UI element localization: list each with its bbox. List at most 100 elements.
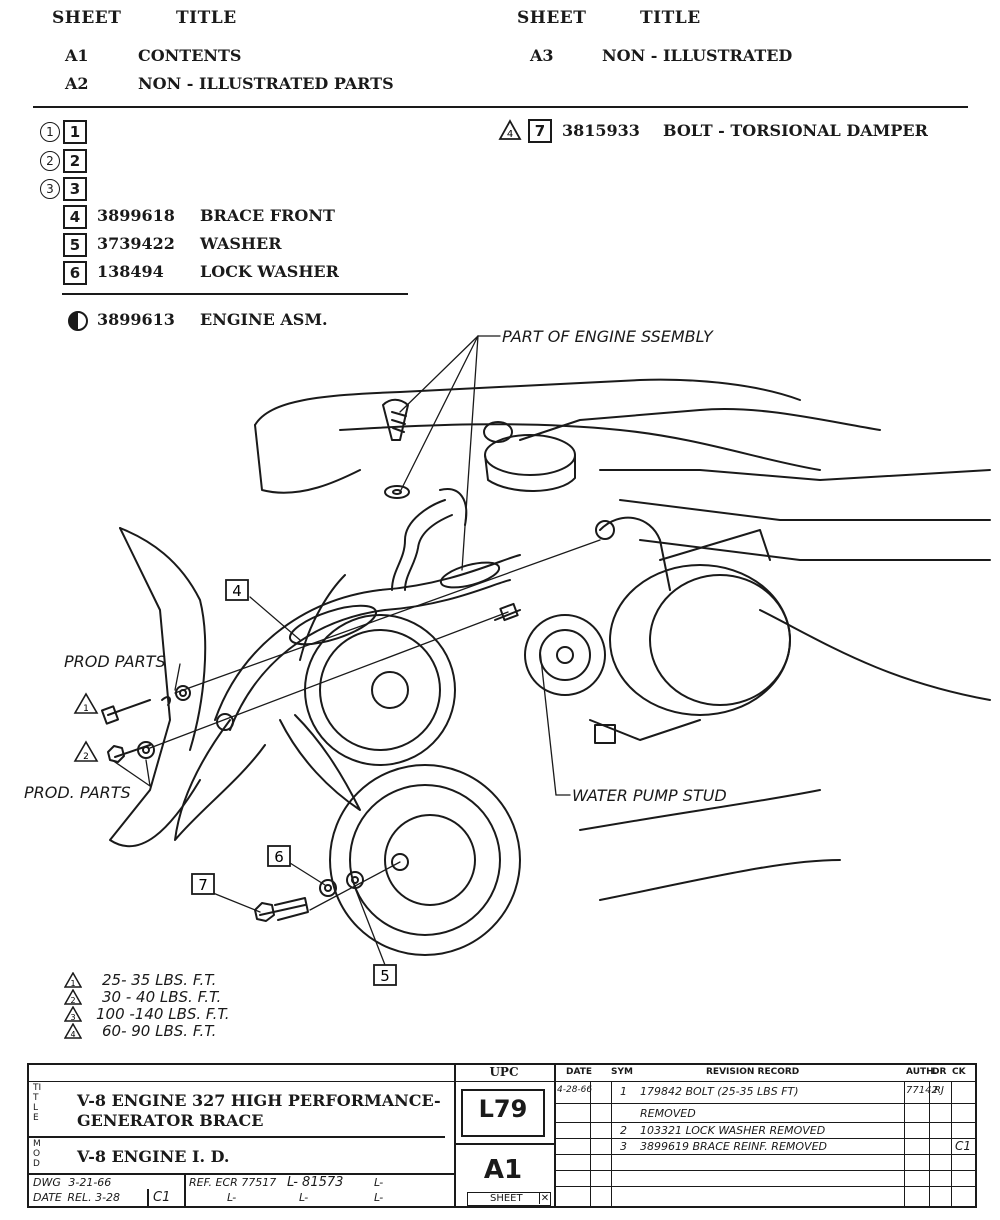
generator-pulley <box>524 614 606 696</box>
callout-4: 4 <box>232 582 242 600</box>
rev-sym: 1 <box>620 1085 627 1098</box>
rev-record: REMOVED <box>640 1107 696 1120</box>
tb-divider <box>184 1175 186 1206</box>
tb-divider <box>29 1136 445 1138</box>
rev-ck: C1 <box>955 1139 972 1153</box>
label-part-of-engine: PART OF ENGINE SSEMBLY <box>502 327 714 346</box>
mod-text: V-8 ENGINE I. D. <box>77 1147 230 1166</box>
mod-side-label: MOD <box>33 1139 41 1169</box>
torque-circle-3: 3 <box>40 179 60 199</box>
rel-date: REL. 3-28 <box>67 1191 121 1204</box>
rev-sym: 2 <box>620 1124 627 1137</box>
tb-divider <box>456 1143 554 1145</box>
sheet-title: NON - ILLUSTRATED PARTS <box>138 74 394 93</box>
l-blank: L- <box>299 1191 309 1204</box>
torque-triangle-label: 1 <box>70 979 75 988</box>
date-row: DATE REL. 3-28 <box>33 1191 120 1204</box>
part-no: 3815933 <box>562 121 640 140</box>
torque-triangle-label: 3 <box>70 1013 75 1022</box>
revision-record: DATE SYM REVISION RECORD AUTH. DR CK 4-2… <box>556 1065 975 1206</box>
brace-front <box>214 554 521 721</box>
part-no: 3739422 <box>97 234 175 253</box>
rev-header-ck: CK <box>952 1067 966 1077</box>
l-ref: L- 81573 <box>287 1175 344 1190</box>
sheet-id: A2 <box>65 74 89 93</box>
tb-divider <box>454 1065 456 1206</box>
part-number-box: 4 <box>63 205 87 229</box>
title-line-2: GENERATOR BRACE <box>77 1111 264 1130</box>
sheet-label: SHEET <box>490 1193 523 1204</box>
sheet-check: ✕ <box>539 1193 550 1204</box>
rev-header-dr: DR <box>932 1067 947 1077</box>
date-label: DATE <box>33 1191 62 1204</box>
rev-row-line <box>556 1170 975 1171</box>
rev-col-line <box>904 1081 905 1206</box>
rel-code: C1 <box>153 1190 171 1205</box>
torsional-damper <box>329 764 521 956</box>
part-desc: BRACE FRONT <box>200 206 335 225</box>
rev-sym: 3 <box>620 1140 627 1153</box>
upc-label: UPC <box>489 1065 519 1079</box>
label-prod-parts-2: PROD. PARTS <box>24 783 131 802</box>
torque-triangle-icon: 4 <box>64 1023 82 1039</box>
assembly-desc: ENGINE ASM. <box>200 310 328 329</box>
part-desc: LOCK WASHER <box>200 262 339 281</box>
l-blank: L- <box>227 1191 237 1204</box>
title-col-header: TITLE <box>176 8 237 28</box>
torque-legend-row: 2 30 - 40 LBS. F.T. <box>62 988 322 1006</box>
torque-legend-row: 1 25- 35 LBS. F.T. <box>62 971 322 989</box>
tb-divider <box>147 1189 149 1206</box>
torque-triangle-icon: 1 <box>64 972 82 988</box>
part-desc: WASHER <box>200 234 282 253</box>
l-blank: L- <box>374 1191 384 1204</box>
engine-illustration: 4 6 7 5 1 2 PART OF ENGINE SSEMBLY PROD … <box>24 327 991 986</box>
torque-triangle-icon: 2 <box>64 989 82 1005</box>
rev-col-line <box>611 1081 612 1206</box>
dwg-date: 3-21-66 <box>68 1176 112 1189</box>
part-number-box: 3 <box>63 177 87 201</box>
header-divider <box>33 106 968 108</box>
title-line-1: V-8 ENGINE 327 HIGH PERFORMANCE- <box>77 1091 441 1110</box>
rev-row-line <box>556 1186 975 1187</box>
torque-triangle-icon: 3 <box>64 1006 82 1022</box>
rev-row-line <box>556 1154 975 1155</box>
rev-header-auth: AUTH. <box>906 1067 938 1077</box>
callout-triangle-2: 2 <box>83 752 89 762</box>
part-number-box: 2 <box>63 149 87 173</box>
rev-col-line <box>590 1081 591 1206</box>
part-number-box: 7 <box>528 119 552 143</box>
rev-col-line <box>951 1081 952 1206</box>
torque-spec: 100 -140 LBS. F.T. <box>96 1005 230 1023</box>
part-no: 138494 <box>97 262 164 281</box>
upc-value: L79 <box>478 1095 528 1123</box>
rev-record: 103321 LOCK WASHER REMOVED <box>640 1124 826 1137</box>
sheet-title: CONTENTS <box>138 46 242 65</box>
tb-divider <box>554 1065 556 1206</box>
part-number-box: 5 <box>63 233 87 257</box>
sheet-title: NON - ILLUSTRATED <box>602 46 793 65</box>
torque-spec: 60- 90 LBS. F.T. <box>102 1022 217 1040</box>
part-no: 3899618 <box>97 206 175 225</box>
callout-5: 5 <box>380 967 390 985</box>
rev-header-sym: SYM <box>611 1067 633 1077</box>
torque-circle-2: 2 <box>40 151 60 171</box>
half-circle-icon <box>68 311 88 331</box>
rev-header-date: DATE <box>566 1067 593 1077</box>
torque-spec: 25- 35 LBS. F.T. <box>102 971 217 989</box>
part-desc: BOLT - TORSIONAL DAMPER <box>663 121 928 140</box>
torque-triangle-4-icon: 4 <box>498 119 522 140</box>
tb-divider <box>29 1081 975 1082</box>
sheet-id: A1 <box>65 46 89 65</box>
callout-triangle-1: 1 <box>83 704 89 714</box>
title-block: UPC TITLE V-8 ENGINE 327 HIGH PERFORMANC… <box>27 1063 977 1208</box>
sheet-label-box: SHEET ✕ <box>467 1192 551 1206</box>
rev-row-line <box>556 1122 975 1123</box>
fan-shroud <box>119 527 207 751</box>
rev-col-line <box>929 1081 930 1206</box>
torque-triangle-label: 4 <box>507 129 513 140</box>
rev-dr: RJ <box>934 1085 944 1096</box>
torque-circle-1: 1 <box>40 122 60 142</box>
l-blank: L- <box>374 1176 384 1189</box>
title-side-label: TITLE <box>33 1083 42 1123</box>
torque-legend-row: 3 100 -140 LBS. F.T. <box>62 1005 322 1023</box>
